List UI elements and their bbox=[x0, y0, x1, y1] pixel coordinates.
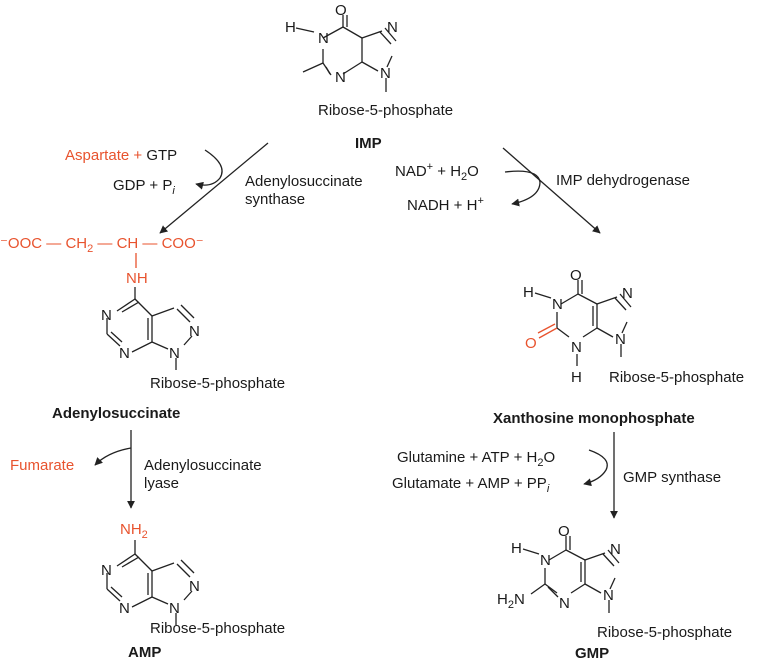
imp-o-label: O bbox=[335, 2, 347, 19]
xmp-name: Xanthosine monophosphate bbox=[493, 410, 695, 427]
xmp-h3-label: H bbox=[571, 369, 582, 386]
adenylosuccinate-ribose-label: Ribose-5-phosphate bbox=[150, 375, 285, 392]
adenylosuccinate-synthase-line2: synthase bbox=[245, 191, 305, 208]
glutamate-amp-label: Glutamate + AMP + PPi bbox=[392, 475, 550, 495]
adenylosuccinate-lyase-line2: lyase bbox=[144, 475, 179, 492]
xmp-n7-label: N bbox=[622, 285, 633, 302]
adenylosuccinate-molecule: ⁻OOC — CH2 — CH — COO⁻ NH bbox=[0, 235, 285, 422]
amp-name: AMP bbox=[128, 644, 161, 661]
gmp-n1-label: N bbox=[540, 552, 551, 569]
amp-n7-label: N bbox=[189, 578, 200, 595]
glutamine-atp-label: Glutamine + ATP + H2O bbox=[397, 449, 555, 469]
imp-n1-label: N bbox=[318, 30, 329, 47]
gmp-name: GMP bbox=[575, 645, 609, 662]
adenylosuccinate-synthase-line1: Adenylosuccinate bbox=[245, 173, 363, 190]
amp-molecule: NH2 N N N bbox=[101, 521, 285, 661]
xmp-ribose-label: Ribose-5-phosphate bbox=[609, 369, 744, 386]
adenylosuccinate-n1-label: N bbox=[101, 307, 112, 324]
gmp-o-label: O bbox=[558, 523, 570, 540]
gmp-h2n-label: H2N bbox=[497, 591, 525, 611]
gmp-n9-label: N bbox=[603, 587, 614, 604]
imp-n7-label: N bbox=[387, 19, 398, 36]
imp-dehydrogenase-label: IMP dehydrogenase bbox=[556, 172, 690, 189]
amp-n9-label: N bbox=[169, 600, 180, 617]
adenylosuccinate-lyase-line1: Adenylosuccinate bbox=[144, 457, 262, 474]
gmp-synthase-label: GMP synthase bbox=[623, 469, 721, 486]
gmp-molecule: N H O N N N H2N Ribose-5-phosphate bbox=[497, 523, 732, 641]
succinyl-chain: ⁻OOC — CH2 — CH — COO⁻ bbox=[0, 235, 204, 256]
adenylosuccinate-name: Adenylosuccinate bbox=[52, 405, 180, 422]
adenylosuccinate-nh-label: NH bbox=[126, 270, 148, 287]
gmp-ribose-label: Ribose-5-phosphate bbox=[597, 624, 732, 641]
fumarate-curve-arrow bbox=[94, 447, 132, 466]
gmp-h-label: H bbox=[511, 540, 522, 557]
amp-nh2-label: NH2 bbox=[120, 521, 148, 541]
gdp-pi-label: GDP + Pi bbox=[113, 177, 175, 197]
xmp-n3-label: N bbox=[571, 339, 582, 356]
synthase-arrow bbox=[159, 142, 269, 234]
imp-n3-label: N bbox=[335, 69, 346, 86]
xmp-o6-label: O bbox=[570, 267, 582, 284]
nadh-label: NADH + H+ bbox=[407, 195, 484, 214]
xmp-molecule: N H O O N H N N Ribose-5-phosphate bbox=[523, 267, 744, 386]
fumarate-label: Fumarate bbox=[10, 457, 74, 474]
adenylosuccinate-n7-label: N bbox=[189, 323, 200, 340]
gmp-n3-label: N bbox=[559, 595, 570, 612]
amp-n3-label: N bbox=[119, 600, 130, 617]
imp-ribose-label: Ribose-5-phosphate bbox=[318, 102, 453, 119]
gmp-n7-label: N bbox=[610, 541, 621, 558]
imp-n9-label: N bbox=[380, 65, 391, 82]
nad-h2o-label: NAD+ + H2O bbox=[395, 157, 479, 183]
gtp-curve-arrow bbox=[195, 149, 223, 190]
imp-name: IMP bbox=[355, 135, 382, 152]
glutamine-curve-arrow bbox=[583, 449, 608, 487]
imp-molecule: N H O N N N Ribose-5-phosphate IMP bbox=[285, 2, 453, 152]
adenylosuccinate-n3-label: N bbox=[119, 345, 130, 362]
amp-n1-label: N bbox=[101, 562, 112, 579]
dehydrogenase-arrow bbox=[502, 147, 601, 234]
xmp-o2-label: O bbox=[525, 335, 537, 352]
nad-curve-arrow bbox=[504, 170, 541, 207]
xmp-h1-label: H bbox=[523, 284, 534, 301]
amp-ribose-label: Ribose-5-phosphate bbox=[150, 620, 285, 637]
adenylosuccinate-n9-label: N bbox=[169, 345, 180, 362]
imp-h-label: H bbox=[285, 19, 296, 36]
aspartate-label: Aspartate + GTP bbox=[65, 147, 177, 164]
xmp-n1-label: N bbox=[552, 296, 563, 313]
xmp-n9-label: N bbox=[615, 331, 626, 348]
